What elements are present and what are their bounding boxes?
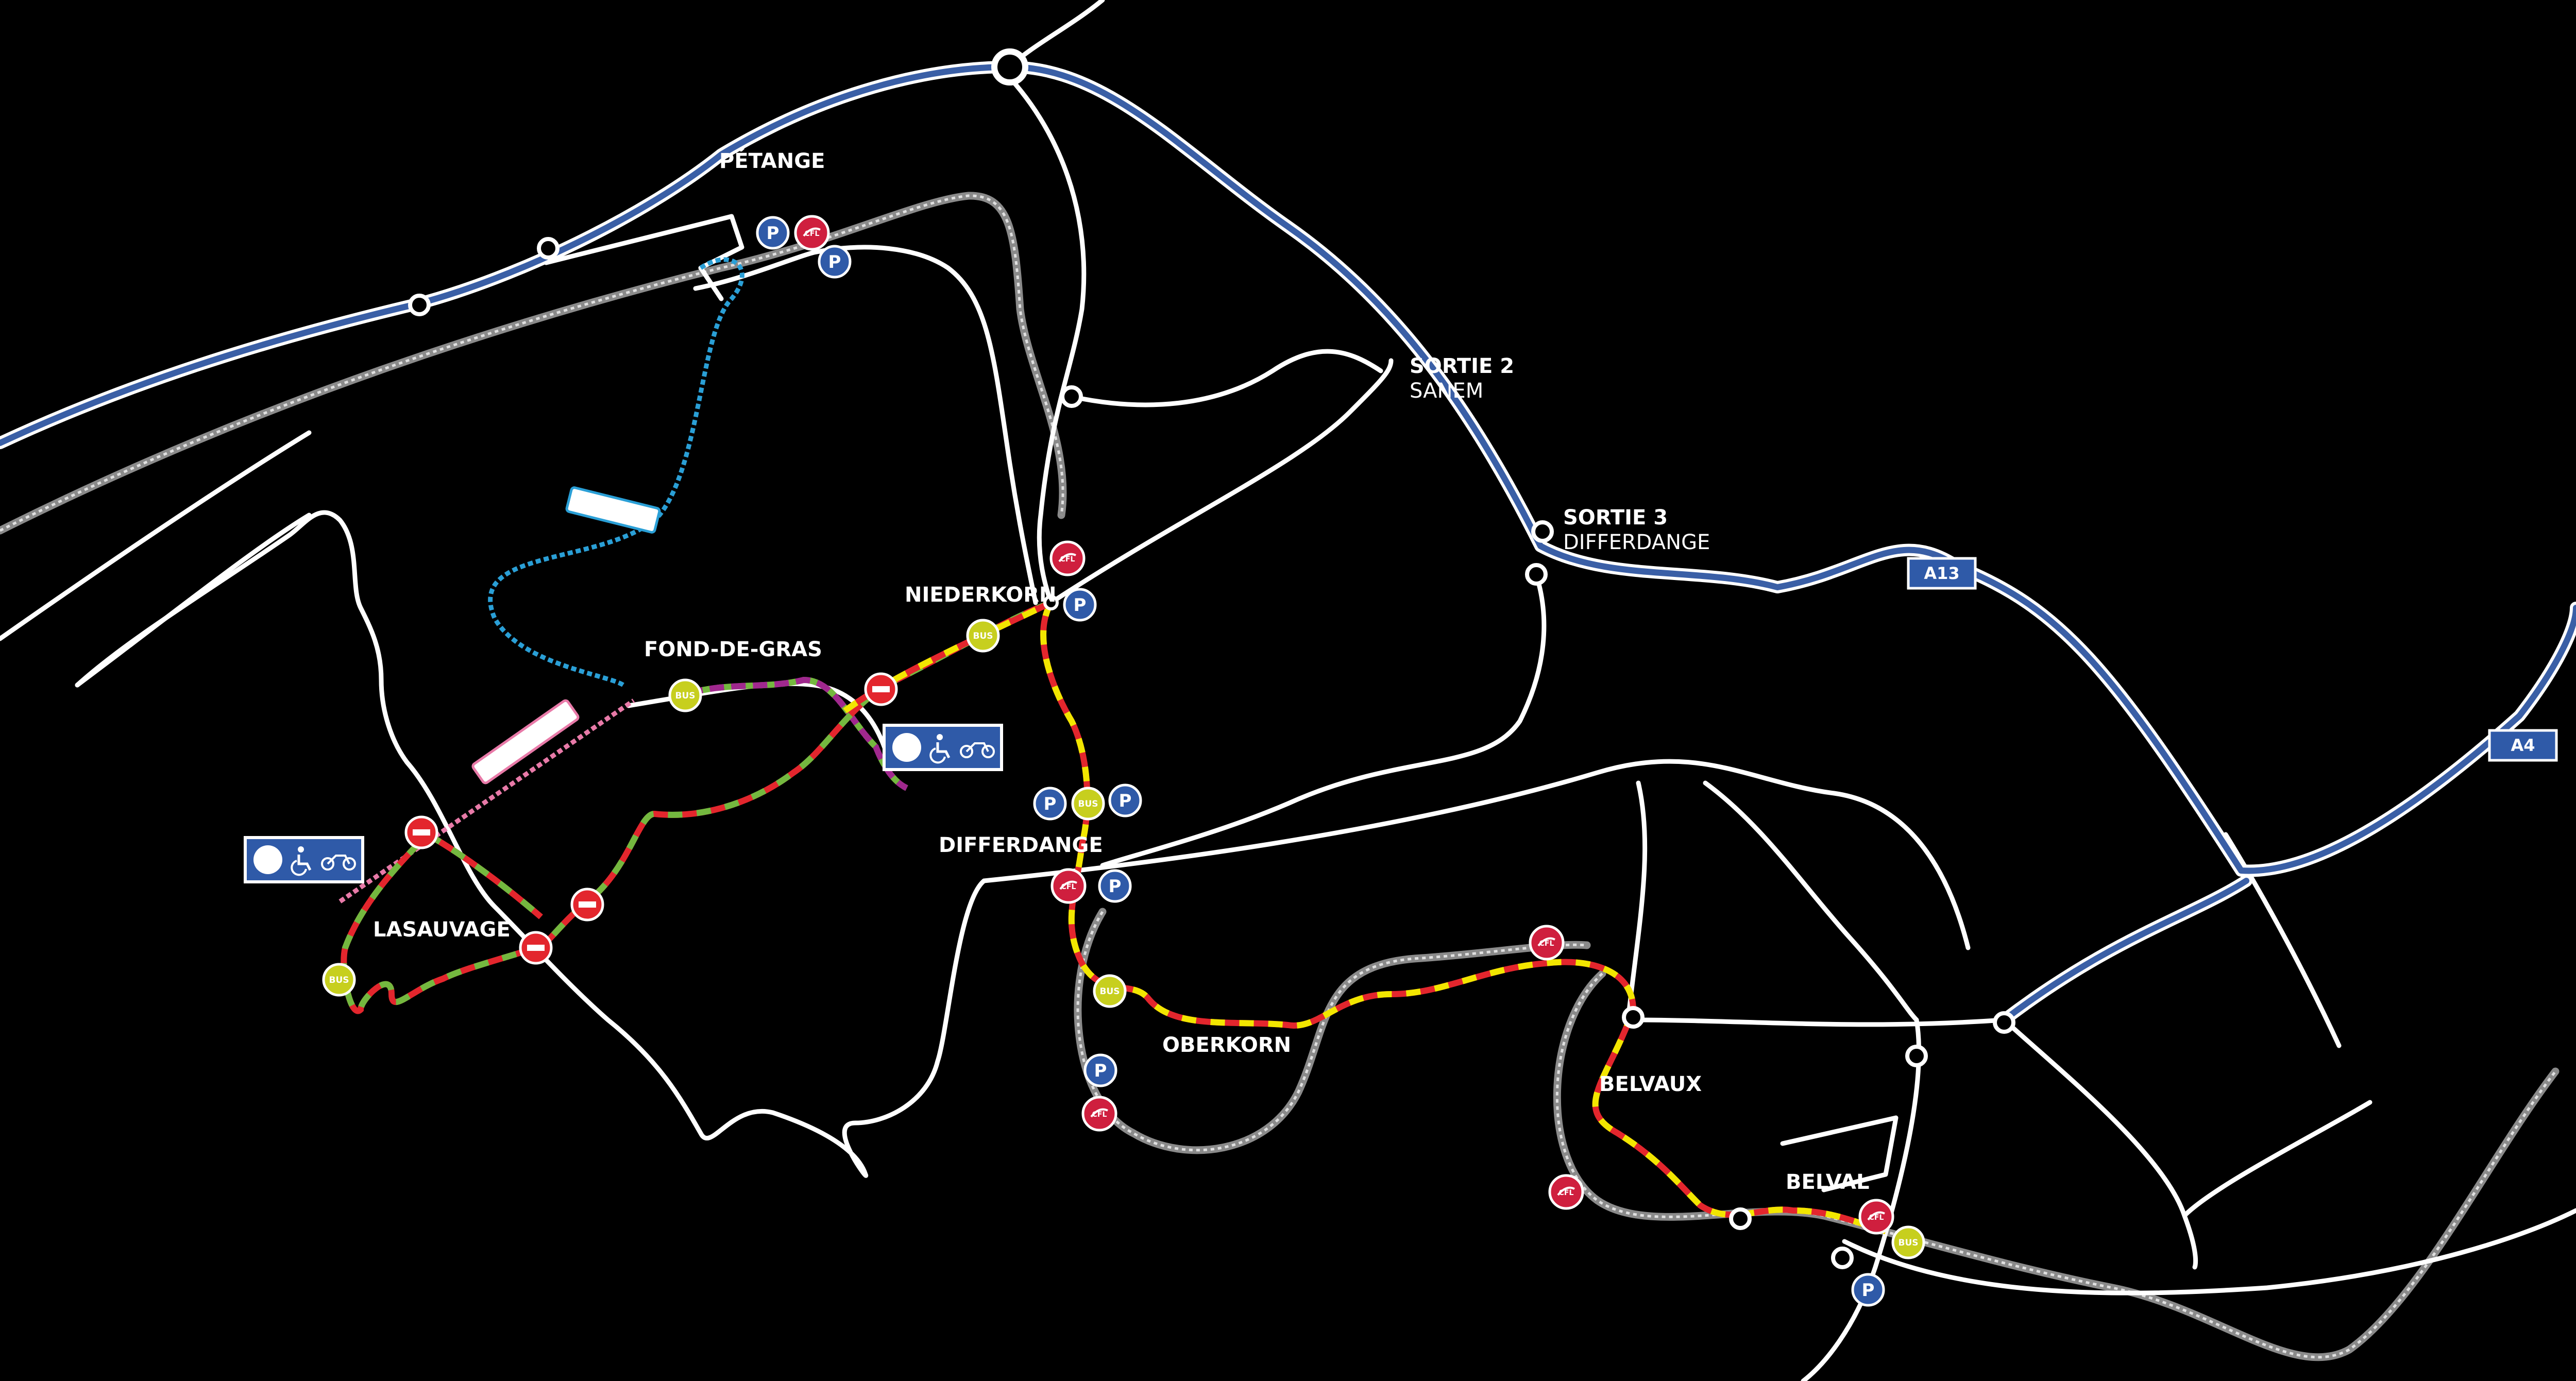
bus-stops: BUS BUS BUS BUS BUS BUS [324, 620, 1924, 1258]
wheelchair-icon [291, 846, 312, 876]
motorway-network [0, 61, 2576, 1026]
route-lines [341, 600, 1887, 1234]
parking-badge: P [1085, 1055, 1116, 1086]
no-entry-icon [520, 932, 551, 963]
parking-icon: P [892, 733, 921, 762]
place-labels: PÉTANGE NIEDERKORN FOND-DE-GRAS DIFFERDA… [373, 148, 1869, 1194]
svg-text:BUS: BUS [1078, 799, 1098, 809]
minieresbunn-tag: MINIÈRESBUNN [471, 699, 580, 785]
bus-stop-badge: BUS [968, 620, 998, 651]
no-entry-icon [406, 817, 437, 848]
exit-label-name: SANEM [1410, 379, 1483, 403]
place-label-oberkorn: OBERKORN [1162, 1033, 1291, 1057]
roundabout-icon [991, 48, 1028, 86]
svg-text:P: P [1109, 876, 1122, 897]
roundabout-icon [1995, 1013, 2013, 1032]
svg-text:CFL: CFL [1092, 1111, 1107, 1119]
exit-label-title: SORTIE 3 [1563, 506, 1668, 530]
place-label-lasauvage: LASAUVAGE [373, 918, 511, 942]
parking-badge: P [1035, 788, 1065, 819]
place-label-petange: PÉTANGE [719, 148, 825, 173]
parking-badge: P [819, 246, 850, 277]
no-entry-icon [572, 889, 603, 920]
bus-stop-badge: BUS [1073, 788, 1104, 819]
parking-badge: P [1064, 589, 1095, 620]
svg-text:BUS: BUS [1099, 986, 1120, 997]
svg-text:CFL: CFL [1559, 1189, 1574, 1197]
svg-text:BUS: BUS [675, 691, 695, 701]
minieresbunn-line [338, 698, 635, 903]
bus-stop-badge: BUS [1094, 976, 1125, 1007]
cfl-badge-texts: CFL CFL CFL CFL CFL CFL CFL [805, 230, 1884, 1222]
svg-text:CFL: CFL [1869, 1214, 1884, 1222]
svg-text:P: P [767, 223, 779, 244]
svg-text:BUS: BUS [329, 975, 349, 985]
parking-badge: P [1853, 1274, 1884, 1305]
wheelchair-icon [929, 734, 951, 764]
svg-text:MINIÈRESBUNN: MINIÈRESBUNN [482, 708, 570, 776]
svg-text:CFL: CFL [1539, 940, 1554, 948]
svg-text:CFL: CFL [805, 230, 820, 238]
place-label-differdange: DIFFERDANGE [939, 833, 1103, 857]
roundabout-icon [1533, 522, 1552, 541]
roundabout-icon [1907, 1047, 1926, 1065]
place-label-fond-de-gras: FOND-DE-GRAS [644, 638, 822, 661]
parking-icon: P [253, 845, 282, 874]
exit-label-name: DIFFERDANGE [1563, 531, 1710, 554]
exit-labels: SORTIE 2 SANEM SORTIE 3 DIFFERDANGE [1410, 354, 1710, 554]
no-entry-icon [866, 674, 896, 705]
svg-text:P: P [1094, 1061, 1107, 1081]
svg-text:A13: A13 [1924, 564, 1959, 583]
motorbike-icon [960, 742, 995, 758]
roundabout-icon [539, 239, 557, 258]
roundabout-icon [1833, 1249, 1852, 1267]
bus-stop-badge: BUS [1893, 1227, 1924, 1258]
svg-text:P: P [900, 737, 913, 758]
svg-text:P: P [1044, 794, 1057, 814]
place-label-belvaux: BELVAUX [1599, 1072, 1702, 1096]
motorway-shield-a4: A4 [2488, 729, 2558, 762]
parking-access-panel: P [883, 724, 1003, 771]
svg-text:CFL: CFL [1060, 555, 1075, 564]
roundabout-icon [1731, 1209, 1750, 1228]
place-label-niederkorn: NIEDERKORN [905, 583, 1057, 607]
svg-text:BUS: BUS [1898, 1238, 1918, 1248]
roundabout-icon [1043, 595, 1059, 610]
exit-label-title: SORTIE 2 [1410, 354, 1514, 378]
parking-badge: P [1099, 871, 1130, 901]
svg-text:P: P [1119, 791, 1132, 811]
bus-stop-badge: BUS [324, 964, 354, 995]
roundabout-icon [1062, 387, 1081, 406]
junctions [410, 48, 2013, 1267]
train-1900-tag: TRAIN 1900 [565, 486, 661, 534]
svg-text:A4: A4 [2511, 736, 2535, 755]
place-label-belval: BELVAL [1786, 1170, 1869, 1194]
parking-access-panel: P [244, 836, 364, 883]
roundabout-icon [1527, 565, 1546, 584]
svg-text:CFL: CFL [1061, 883, 1076, 891]
svg-text:BUS: BUS [973, 631, 993, 641]
roundabout-icon [1624, 1008, 1642, 1027]
parking-badge: P [1110, 785, 1141, 816]
svg-text:P: P [261, 849, 275, 871]
svg-text:P: P [1074, 595, 1087, 616]
motorbike-icon [321, 855, 356, 871]
roundabout-icon [410, 296, 429, 314]
svg-text:P: P [828, 252, 841, 272]
parking-badges: P P P P P P P P [757, 217, 1884, 1305]
parking-badge: P [757, 217, 788, 248]
motorway-shield-a13: A13 [1907, 557, 1977, 590]
bus-stop-badge: BUS [670, 680, 701, 711]
svg-text:P: P [1862, 1280, 1875, 1301]
